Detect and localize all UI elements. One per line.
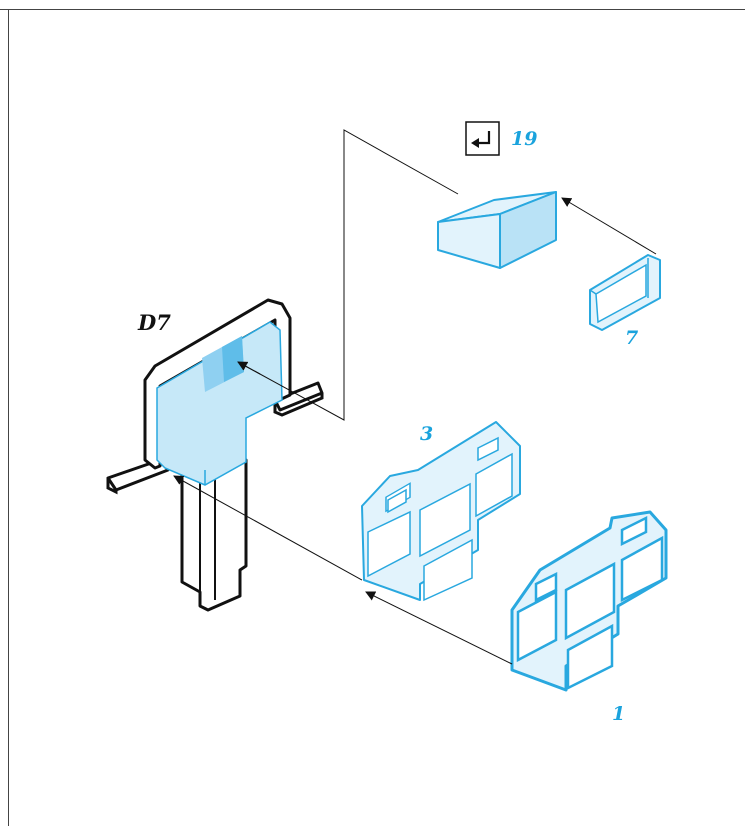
part-7-decal [589,254,661,331]
leader-3-to-d7 [173,475,363,581]
leader-1-to-3 [365,591,513,665]
top-border [0,0,745,10]
leader-lines [173,129,657,665]
label-part-1: 1 [612,703,625,725]
main-body-d7 [106,298,324,612]
label-d7: D7 [137,310,171,335]
leader-7-to-19 [561,197,657,255]
return-arrow-icon [465,121,500,156]
part-19-box [437,191,557,269]
label-part-3: 3 [420,423,433,445]
part-3-decal-sheet [361,421,521,602]
label-part-7: 7 [625,327,638,349]
leader-19-to-d7 [237,129,459,421]
left-border [8,9,9,826]
label-part-19: 19 [511,128,537,150]
part-1-decal-sheet [510,510,668,692]
